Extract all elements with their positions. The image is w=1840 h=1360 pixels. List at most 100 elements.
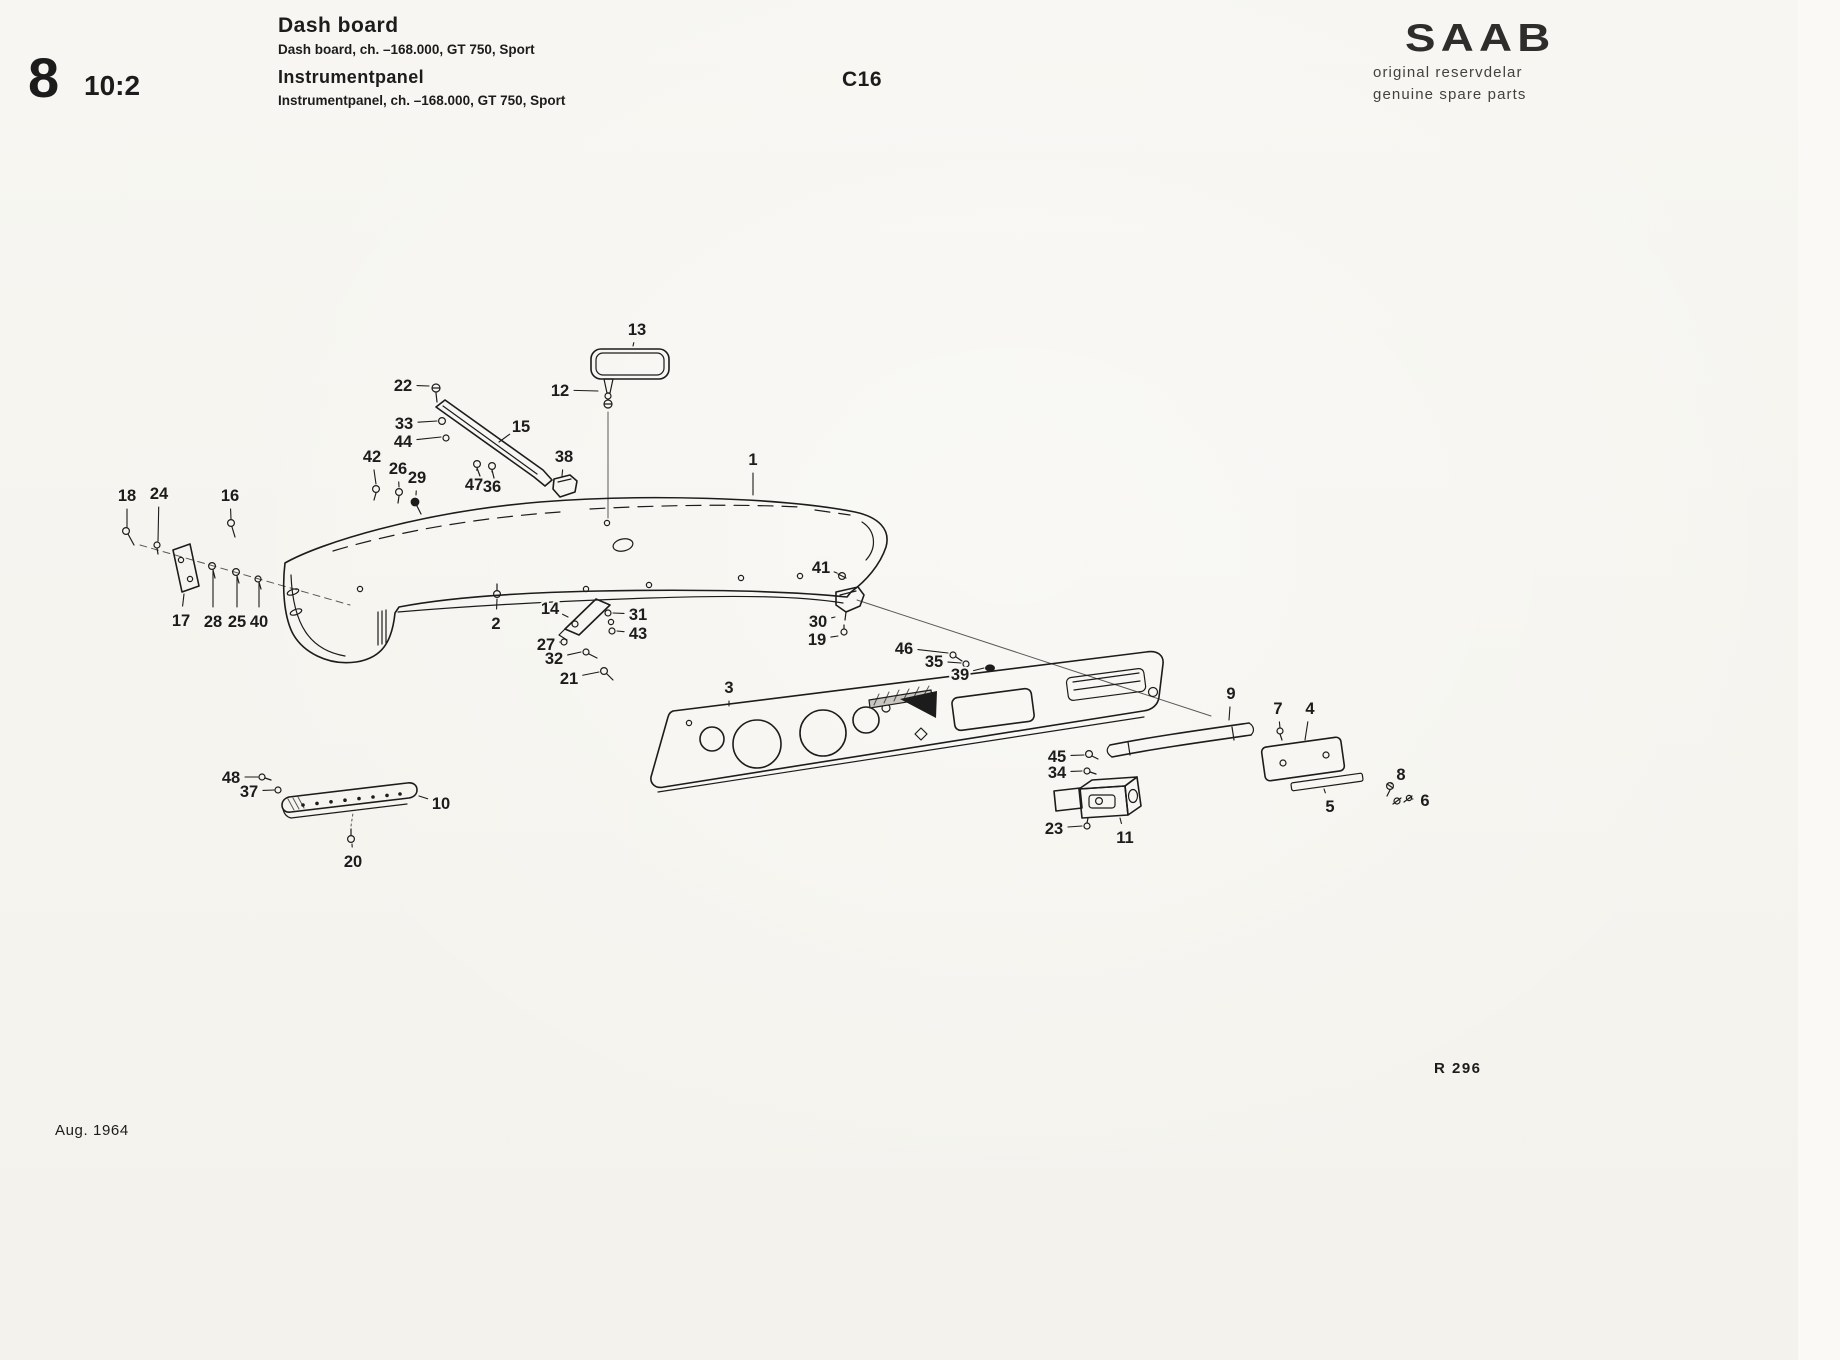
part-label-48: 48 — [222, 769, 240, 787]
part-label-10: 10 — [432, 795, 450, 813]
title-english: Dash board — [278, 14, 399, 37]
part-label-22: 22 — [394, 377, 412, 395]
part-label-36: 36 — [483, 478, 501, 496]
leader-line-38 — [561, 469, 564, 477]
part-label-39: 39 — [951, 666, 969, 684]
leader-line-39 — [973, 667, 985, 672]
leader-line-10 — [418, 795, 429, 800]
page-code: C16 — [842, 68, 883, 91]
scan-edge-artifact — [1798, 0, 1840, 1360]
leader-line-13 — [632, 342, 635, 347]
leader-line-4 — [1304, 721, 1309, 741]
part-label-12: 12 — [551, 382, 569, 400]
part-label-21: 21 — [560, 670, 578, 688]
part-label-44: 44 — [394, 433, 413, 451]
part-label-24: 24 — [150, 485, 169, 503]
leader-line-12 — [573, 389, 599, 392]
part-label-7: 7 — [1273, 700, 1282, 718]
rear-view-mirror-parts-13-12 — [590, 348, 670, 409]
part-label-23: 23 — [1045, 820, 1063, 838]
part-label-40: 40 — [250, 613, 268, 631]
title-block: Dash board Dash board, ch. –168.000, GT … — [278, 14, 565, 108]
leader-line-23 — [1067, 825, 1083, 828]
part-label-37: 37 — [240, 783, 258, 801]
leader-line-21 — [582, 671, 600, 676]
support-bracket-parts-2-14-31-43-27-32-21 — [496, 583, 616, 681]
visor-bracket-part-15 — [431, 383, 553, 487]
part-label-16: 16 — [221, 487, 239, 505]
part-label-32: 32 — [545, 650, 563, 668]
part-label-25: 25 — [228, 613, 246, 631]
leader-line-7 — [1278, 721, 1281, 729]
leader-line-44 — [416, 436, 442, 441]
part-label-26: 26 — [389, 460, 407, 478]
part-label-47: 47 — [465, 476, 483, 494]
part-label-13: 13 — [628, 321, 646, 339]
plate-reference: R 296 — [1434, 1060, 1482, 1077]
part-label-27: 27 — [537, 636, 555, 654]
part-label-41: 41 — [812, 559, 830, 577]
brand-tagline-english: genuine spare parts — [1373, 85, 1527, 103]
switch-assembly-parts-45-34-11-23 — [1053, 749, 1142, 830]
leader-line-24 — [157, 506, 160, 542]
title-swedish: Instrumentpanel — [278, 67, 425, 87]
instrument-panel-part-3 — [650, 650, 1164, 793]
part-label-45: 45 — [1048, 748, 1066, 766]
part-label-11: 11 — [1116, 829, 1133, 847]
leader-line-14 — [561, 613, 569, 618]
leader-line-33 — [417, 420, 438, 423]
part-label-9: 9 — [1226, 685, 1235, 703]
saab-logo: SAAB — [1405, 16, 1556, 60]
fasteners-parts-42-26-29-47-36 — [372, 460, 497, 515]
revision-date: Aug. 1964 — [55, 1122, 129, 1139]
left-mount-parts-18-24-16-17-28-25-40 — [121, 518, 262, 593]
part-label-46: 46 — [895, 640, 913, 658]
part-label-3: 3 — [724, 679, 733, 697]
leader-line-19 — [830, 635, 839, 638]
part-label-35: 35 — [925, 653, 943, 671]
leader-line-35 — [947, 661, 962, 664]
part-label-17: 17 — [172, 612, 190, 630]
leader-line-43 — [616, 630, 625, 633]
part-label-43: 43 — [629, 625, 647, 643]
trim-strip-parts-48-37-10-20 — [258, 773, 418, 843]
leader-line-42 — [373, 469, 377, 485]
leader-line-41 — [833, 571, 838, 574]
part-label-19: 19 — [808, 631, 826, 649]
subtitle-english: Dash board, ch. –168.000, GT 750, Sport — [278, 42, 535, 57]
leader-line-8 — [1390, 782, 1393, 785]
leader-line-15 — [498, 433, 511, 443]
alignment-lines — [139, 411, 1212, 717]
mount-plate-parts-7-4-5-8-6 — [1260, 727, 1413, 805]
part-label-18: 18 — [118, 487, 136, 505]
part-label-31: 31 — [629, 606, 647, 624]
clip-part-38 — [552, 474, 578, 498]
part-label-28: 28 — [204, 613, 222, 631]
part-label-2: 2 — [491, 615, 500, 633]
leader-line-5 — [1323, 788, 1326, 794]
part-label-6: 6 — [1420, 792, 1429, 810]
part-label-15: 15 — [512, 418, 530, 436]
part-label-38: 38 — [555, 448, 573, 466]
part-label-33: 33 — [395, 415, 413, 433]
part-label-20: 20 — [344, 853, 362, 871]
part-label-8: 8 — [1396, 766, 1405, 784]
subtitle-swedish: Instrumentpanel, ch. –168.000, GT 750, S… — [278, 93, 566, 108]
brand-block: SAAB original reservdelar genuine spare … — [1373, 19, 1550, 106]
fasteners-parts-46-35-39 — [949, 651, 995, 672]
leader-line-9 — [1228, 706, 1231, 721]
part-label-5: 5 — [1325, 798, 1334, 816]
brand-tagline-swedish: original reservdelar — [1373, 63, 1523, 81]
leader-line-30 — [831, 616, 836, 619]
dashboard-panel-part-1 — [282, 496, 888, 664]
leader-line-32 — [567, 651, 582, 656]
part-label-42: 42 — [363, 448, 381, 466]
section-ref: 10:2 — [84, 70, 141, 101]
part-label-1: 1 — [748, 451, 757, 469]
part-label-14: 14 — [541, 600, 560, 618]
section-number: 8 — [28, 46, 61, 109]
part-label-34: 34 — [1048, 764, 1067, 782]
